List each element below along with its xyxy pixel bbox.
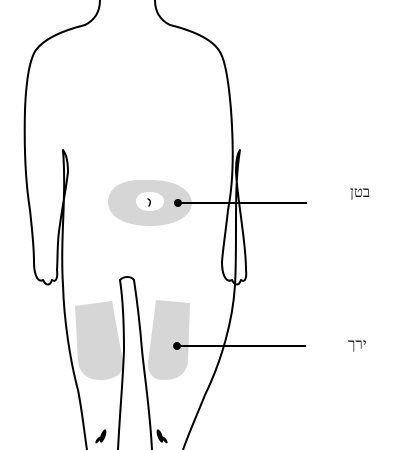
abdomen-label: בטן: [350, 185, 370, 200]
left-thigh-injection-zone: [75, 301, 123, 380]
right-thigh-injection-zone: [148, 300, 190, 380]
knee-marks: [94, 429, 168, 445]
thigh-label: ירך: [348, 337, 367, 352]
thigh-pointer: [173, 342, 306, 350]
navel-mark: [148, 199, 150, 206]
body-outline: [25, 0, 247, 450]
